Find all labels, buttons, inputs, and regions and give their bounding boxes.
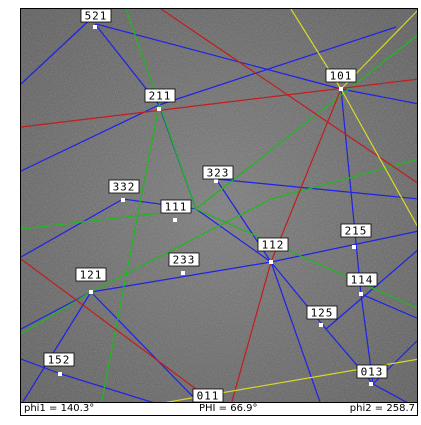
- pole-label-box[interactable]: [80, 9, 112, 23]
- pole-marker: [319, 323, 323, 327]
- kikuchi-band-green: [100, 104, 160, 405]
- pole-label-box[interactable]: [108, 179, 140, 194]
- pole-marker: [93, 25, 97, 29]
- pole-marker: [214, 179, 218, 183]
- kikuchi-band-green: [90, 198, 272, 293]
- kikuchi-band-blue: [90, 261, 272, 293]
- kikuchi-band-blue: [21, 358, 62, 375]
- pole-label-box[interactable]: [346, 272, 378, 287]
- phi1-label: phi1: [24, 403, 61, 414]
- pole-label-p111: 111: [165, 201, 188, 214]
- phi2-value: 258.7: [386, 403, 415, 414]
- kikuchi-band-blue: [95, 23, 342, 90]
- kikuchi-band-green: [21, 291, 92, 335]
- kikuchi-band-blue: [325, 249, 417, 330]
- pole-marker: [359, 292, 363, 296]
- kikuchi-band-green: [195, 34, 417, 210]
- kikuchi-band-blue: [21, 104, 160, 172]
- kikuchi-band-blue: [195, 208, 272, 263]
- kikuchi-band-red: [21, 258, 197, 390]
- kikuchi-band-red: [160, 9, 417, 184]
- pole-label-p114: 114: [351, 274, 374, 287]
- kikuchi-band-blue: [21, 198, 124, 258]
- pole-label-p011: 011: [197, 390, 220, 403]
- kikuchi-band-blue: [270, 261, 322, 405]
- phi1-value: 140.3°: [60, 403, 95, 414]
- phi1-readout: phi1140.3°: [24, 403, 94, 415]
- kikuchi-band-yellow: [340, 88, 417, 227]
- pole-label-p521: 521: [85, 10, 108, 23]
- pattern-noise: [21, 9, 417, 405]
- kikuchi-band-red: [230, 261, 272, 405]
- kikuchi-band-blue: [360, 293, 417, 319]
- kikuchi-band-blue: [21, 13, 97, 85]
- kikuchi-pattern: 521 101 211 323 332 111 215 112 233 121 114 125 152 0…: [21, 9, 417, 405]
- kikuchi-band-blue: [90, 291, 202, 405]
- pole-marker: [181, 271, 185, 275]
- pole-label-box[interactable]: [325, 68, 357, 83]
- PHI-value: 66.9°: [230, 403, 258, 414]
- kikuchi-band-blue: [215, 178, 417, 200]
- pole-marker: [352, 245, 356, 249]
- pole-label-p323: 323: [207, 167, 230, 180]
- pole-marker: [369, 382, 373, 386]
- pole-label-box[interactable]: [43, 352, 75, 367]
- pole-label-box[interactable]: [160, 199, 192, 214]
- pole-label-p215: 215: [345, 225, 368, 238]
- pole-label-p013: 013: [361, 366, 384, 379]
- pole-label-p112: 112: [262, 239, 285, 252]
- pole-label-box[interactable]: [306, 305, 338, 320]
- pole-label-p101: 101: [330, 70, 353, 83]
- phi2-readout: phi2258.7: [350, 403, 415, 415]
- pole-marker: [173, 218, 177, 222]
- kikuchi-band-blue: [158, 26, 397, 106]
- kikuchi-band-green: [270, 158, 417, 200]
- pole-label-box[interactable]: [168, 252, 200, 267]
- kikuchi-band-green: [195, 208, 417, 309]
- pole-marker: [89, 290, 93, 294]
- pole-marker: [58, 372, 62, 376]
- pole-marker: [269, 260, 273, 264]
- kikuchi-band-blue: [270, 230, 417, 263]
- kikuchi-band-red: [21, 78, 417, 128]
- pole-label-box[interactable]: [340, 223, 372, 238]
- kikuchi-band-blue: [60, 373, 162, 405]
- pole-label-box[interactable]: [257, 237, 289, 252]
- pole-label-p211: 211: [149, 90, 172, 103]
- pole-label-p332: 332: [113, 181, 136, 194]
- pole-label-box[interactable]: [144, 88, 176, 103]
- pole-label-box[interactable]: [356, 364, 388, 379]
- kikuchi-band-blue: [340, 88, 417, 105]
- pole-label-box[interactable]: [75, 267, 107, 282]
- pole-marker: [121, 198, 125, 202]
- pole-label-box[interactable]: [202, 165, 234, 180]
- pole-marker: [339, 87, 343, 91]
- pattern-viewer: 521 101 211 323 332 111 215 112 233 121 114 125 152 0…: [20, 8, 418, 416]
- pole-label-p152: 152: [48, 354, 71, 367]
- kikuchi-band-red: [270, 88, 342, 263]
- phi2-label: phi2: [350, 403, 387, 414]
- pole-label-p125: 125: [311, 307, 334, 320]
- pole-marker: [157, 107, 161, 111]
- kikuchi-band-blue: [21, 291, 92, 405]
- kikuchi-band-blue: [340, 88, 362, 295]
- euler-angle-bar: phi1140.3° PHI66.9° phi2258.7: [21, 402, 417, 415]
- kikuchi-band-blue: [21, 291, 92, 330]
- pole-label-p121: 121: [80, 269, 103, 282]
- pole-label-p233: 233: [173, 254, 196, 267]
- PHI-label: PHI: [199, 403, 230, 414]
- PHI-readout: PHI66.9°: [199, 403, 258, 415]
